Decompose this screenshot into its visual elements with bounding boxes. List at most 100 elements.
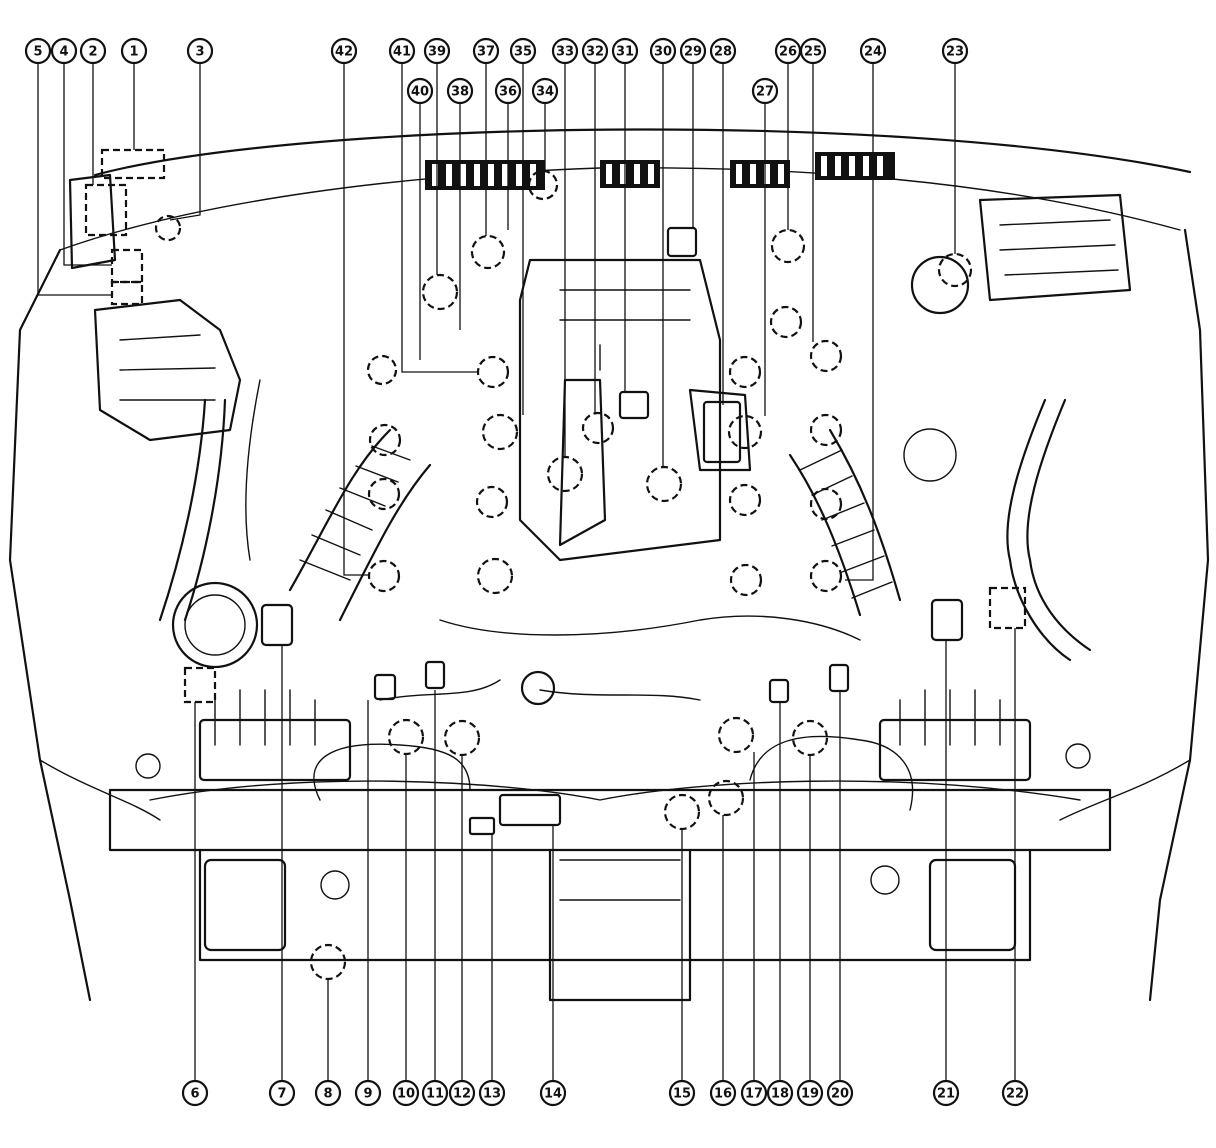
callout-circle	[766, 1079, 794, 1107]
callout-target-26	[770, 228, 806, 264]
callout-circle	[668, 1079, 696, 1107]
callout-target-39	[421, 273, 459, 311]
callout-5: 5	[24, 37, 52, 65]
callout-target-3	[154, 214, 182, 242]
callout-24: 24	[859, 37, 887, 65]
callout-10: 10	[392, 1079, 420, 1107]
callout-circle	[392, 1079, 420, 1107]
callout-ring-extra	[367, 559, 401, 593]
callout-13: 13	[478, 1079, 506, 1107]
callout-circle	[186, 37, 214, 65]
callout-targets	[84, 148, 1027, 981]
callout-36: 36	[494, 77, 522, 105]
callout-21: 21	[932, 1079, 960, 1107]
leader-lines	[37, 63, 1016, 1081]
callout-17: 17	[740, 1079, 768, 1107]
callout-circle	[826, 1079, 854, 1107]
callout-6: 6	[181, 1079, 209, 1107]
callout-circle	[472, 37, 500, 65]
callout-number: 13	[483, 1087, 501, 1102]
callout-number: 31	[616, 45, 634, 60]
callout-number: 1	[129, 45, 138, 60]
callout-38: 38	[446, 77, 474, 105]
callout-number: 22	[1006, 1087, 1024, 1102]
callout-circle	[50, 37, 78, 65]
callout-42: 42	[330, 37, 358, 65]
callout-circle	[120, 37, 148, 65]
callout-target-41	[476, 355, 510, 389]
callout-18: 18	[766, 1079, 794, 1107]
callout-number: 10	[397, 1087, 415, 1102]
callout-circle	[24, 37, 52, 65]
callout-circle	[539, 1079, 567, 1107]
callout-number: 15	[673, 1087, 691, 1102]
callout-number: 32	[586, 45, 604, 60]
callout-number: 37	[477, 45, 495, 60]
callout-circle	[79, 37, 107, 65]
callout-target-27	[727, 414, 763, 450]
callout-circle	[354, 1079, 382, 1107]
callout-circle	[679, 37, 707, 65]
callout-number: 20	[831, 1087, 849, 1102]
callout-7: 7	[268, 1079, 296, 1107]
callout-ring-extra	[729, 563, 763, 597]
callout-35: 35	[509, 37, 537, 65]
callout-ring-extra	[476, 557, 514, 595]
callout-target-25	[809, 339, 843, 373]
callout-circle	[774, 37, 802, 65]
callout-number: 21	[937, 1087, 955, 1102]
callout-circle	[796, 1079, 824, 1107]
callout-26: 26	[774, 37, 802, 65]
callout-target-12	[443, 719, 481, 757]
callout-ring-extra	[769, 305, 803, 339]
callout-number: 2	[88, 45, 97, 60]
callout-circle	[751, 77, 779, 105]
callout-target-5	[110, 280, 144, 306]
callout-number: 6	[190, 1087, 199, 1102]
callout-27: 27	[751, 77, 779, 105]
callout-number: 24	[864, 45, 882, 60]
callout-circle	[446, 77, 474, 105]
callout-25: 25	[799, 37, 827, 65]
callout-number: 33	[556, 45, 574, 60]
callout-2: 2	[79, 37, 107, 65]
callout-target-40	[366, 354, 398, 386]
callout-41: 41	[388, 37, 416, 65]
callout-target-6	[183, 666, 217, 704]
callout-target-16	[707, 779, 745, 817]
callout-39: 39	[423, 37, 451, 65]
callout-target-2	[84, 183, 128, 237]
callout-number: 35	[514, 45, 532, 60]
callout-ring-extra	[728, 483, 762, 517]
callout-target-17	[717, 716, 755, 754]
callout-target-37	[470, 234, 506, 270]
callout-19: 19	[796, 1079, 824, 1107]
callout-circle	[932, 1079, 960, 1107]
callout-11: 11	[421, 1079, 449, 1107]
callout-number: 17	[745, 1087, 763, 1102]
callout-3: 3	[186, 37, 214, 65]
callout-circle	[478, 1079, 506, 1107]
callout-circle	[181, 1079, 209, 1107]
callout-22: 22	[1001, 1079, 1029, 1107]
callout-1: 1	[120, 37, 148, 65]
callout-circle	[649, 37, 677, 65]
callout-number: 25	[804, 45, 822, 60]
callout-target-32	[581, 411, 615, 445]
callout-number: 26	[779, 45, 797, 60]
callout-ring-extra	[475, 485, 509, 519]
callout-circle	[268, 1079, 296, 1107]
callout-number: 18	[771, 1087, 789, 1102]
callout-circle	[859, 37, 887, 65]
callout-number: 11	[426, 1087, 444, 1102]
callout-target-35	[481, 413, 519, 451]
callout-15: 15	[668, 1079, 696, 1107]
callout-40: 40	[406, 77, 434, 105]
callout-circle	[531, 77, 559, 105]
callout-circle	[406, 77, 434, 105]
callout-8: 8	[314, 1079, 342, 1107]
callout-ring-extra	[367, 477, 401, 511]
callout-target-22	[988, 586, 1027, 630]
callout-circle	[551, 37, 579, 65]
